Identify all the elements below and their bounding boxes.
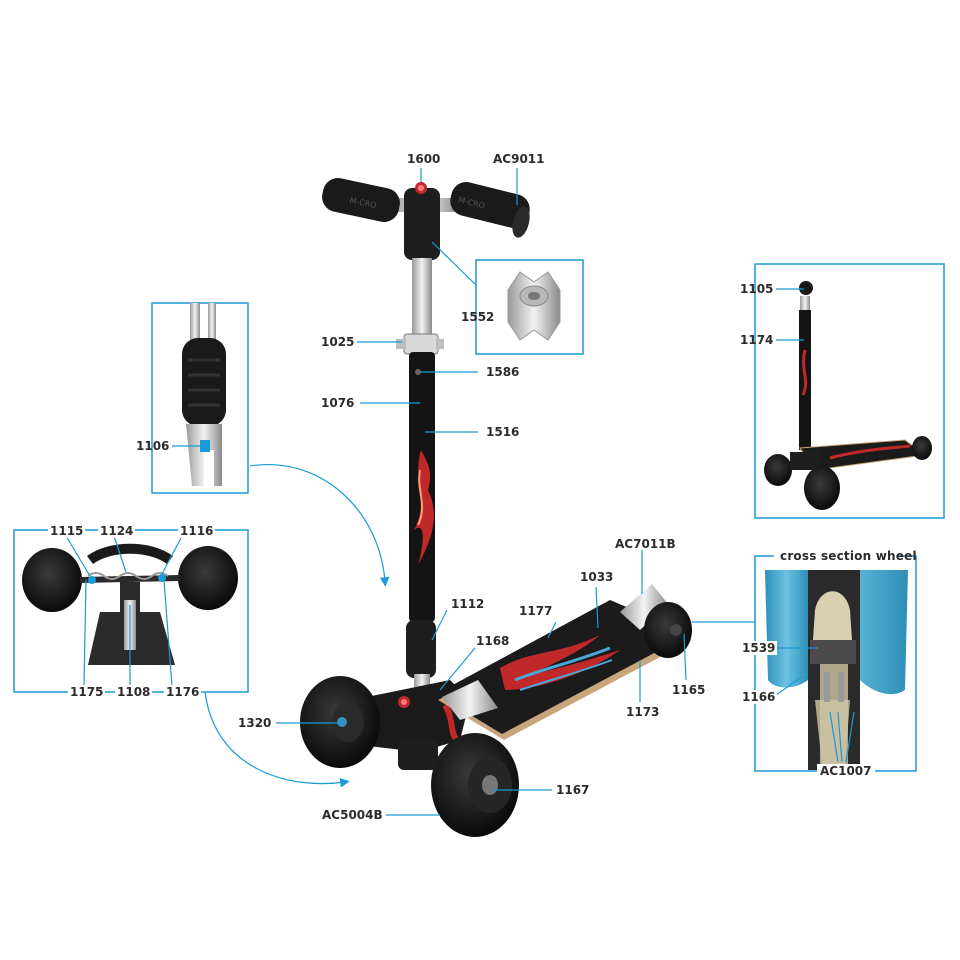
leader-lines (65, 168, 855, 816)
handlebar: M-CRO M-CRO (322, 178, 530, 260)
inset-cross-section (765, 570, 908, 770)
label-1516: 1516 (486, 425, 520, 439)
label-1033: 1033 (580, 570, 614, 584)
label-ac7011b: AC7011B (615, 537, 676, 551)
right-grip: M-CRO (450, 182, 530, 238)
left-grip: M-CRO (322, 178, 400, 222)
label-1177: 1177 (519, 604, 553, 618)
label-1025: 1025 (321, 335, 355, 349)
label-ac1007: AC1007 (817, 764, 875, 778)
label-1115: 1115 (48, 524, 86, 538)
steering-column (406, 620, 436, 678)
front-left-wheel (300, 676, 380, 768)
label-ac5004b: AC5004B (322, 808, 383, 822)
label-1320: 1320 (238, 716, 272, 730)
label-1106: 1106 (136, 439, 170, 453)
label-1600: 1600 (407, 152, 441, 166)
label-1552: 1552 (461, 310, 495, 324)
upper-stem (412, 258, 432, 336)
inset-folding-lock (182, 303, 226, 486)
main-scooter: M-CRO M-CRO (300, 178, 692, 837)
label-1166: 1166 (740, 690, 778, 704)
deck (436, 584, 692, 740)
label-1176: 1176 (164, 685, 202, 699)
label-1168: 1168 (476, 634, 510, 648)
label-1174: 1174 (740, 333, 774, 347)
caption-cross-section-wheel: cross section wheel (780, 549, 917, 563)
label-1167: 1167 (556, 783, 590, 797)
stem-clamp (403, 333, 439, 355)
label-1116: 1116 (178, 524, 216, 538)
label-1105: 1105 (740, 282, 774, 296)
deck-flame-blue (514, 646, 611, 682)
rear-wheel (644, 602, 692, 658)
label-ac9011: AC9011 (493, 152, 545, 166)
front-body (352, 680, 470, 752)
deck-flame-red (500, 635, 620, 690)
label-1076: 1076 (321, 396, 355, 410)
inset-side-view (764, 281, 932, 510)
rear-brake (620, 584, 668, 630)
label-1175: 1175 (68, 685, 106, 699)
inset-star-nut (507, 271, 561, 341)
label-1124: 1124 (98, 524, 136, 538)
label-1108: 1108 (115, 685, 153, 699)
label-1586: 1586 (486, 365, 520, 379)
label-1539: 1539 (740, 641, 778, 655)
label-1112: 1112 (451, 597, 485, 611)
front-right-wheel (431, 733, 519, 837)
label-1173: 1173 (626, 705, 660, 719)
label-1165: 1165 (672, 683, 706, 697)
